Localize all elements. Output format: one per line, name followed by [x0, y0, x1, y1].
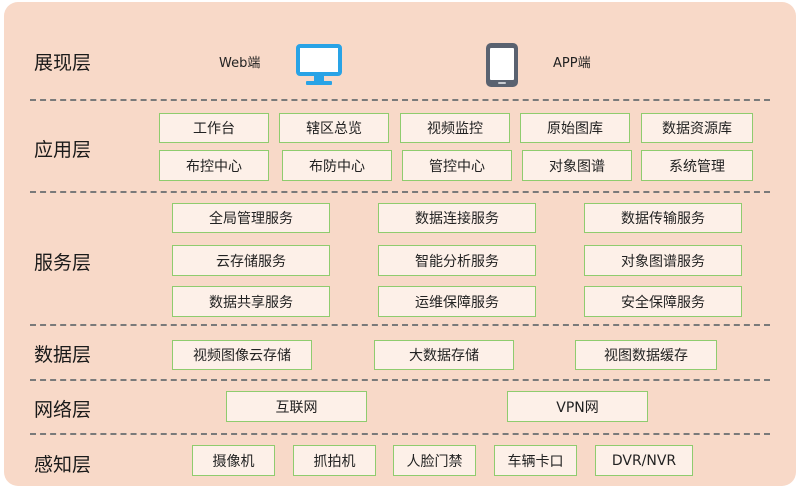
- layer-label-service: 服务层: [34, 252, 92, 274]
- app-box: 辖区总览: [279, 113, 389, 143]
- web-label: Web端: [219, 56, 261, 71]
- service-box: 数据连接服务: [378, 203, 536, 233]
- layer-label-network: 网络层: [34, 399, 92, 421]
- perception-box: 车辆卡口: [494, 445, 577, 476]
- tablet-icon: [485, 42, 519, 92]
- app-box: 布控中心: [159, 150, 269, 181]
- divider: [30, 324, 770, 326]
- service-box: 对象图谱服务: [584, 245, 742, 276]
- layer-label-presentation: 展现层: [34, 52, 92, 74]
- perception-box: 抓拍机: [293, 445, 376, 476]
- app-box: 数据资源库: [641, 113, 753, 143]
- app-label: APP端: [553, 56, 591, 71]
- monitor-icon: [296, 44, 342, 90]
- service-box: 运维保障服务: [378, 286, 536, 317]
- app-box: 布防中心: [282, 150, 392, 181]
- service-box: 全局管理服务: [172, 203, 330, 233]
- data-box: 大数据存储: [374, 340, 514, 370]
- app-box: 管控中心: [402, 150, 512, 181]
- layer-label-application: 应用层: [34, 139, 92, 161]
- perception-box: DVR/NVR: [595, 445, 693, 476]
- app-box: 系统管理: [641, 150, 753, 181]
- layer-label-perception: 感知层: [34, 454, 92, 476]
- architecture-panel: [4, 2, 796, 486]
- perception-box: 人脸门禁: [393, 445, 476, 476]
- service-box: 安全保障服务: [584, 286, 742, 317]
- divider: [30, 379, 770, 381]
- divider: [30, 191, 770, 193]
- service-box: 云存储服务: [172, 245, 330, 276]
- data-box: 视频图像云存储: [172, 340, 312, 370]
- app-box: 对象图谱: [522, 150, 632, 181]
- network-box: 互联网: [226, 391, 367, 422]
- perception-box: 摄像机: [192, 445, 275, 476]
- divider: [30, 433, 770, 435]
- data-box: 视图数据缓存: [575, 340, 717, 370]
- layer-label-data: 数据层: [34, 344, 92, 366]
- divider: [30, 99, 770, 101]
- app-box: 原始图库: [520, 113, 630, 143]
- network-box: VPN网: [507, 391, 648, 422]
- service-box: 数据传输服务: [584, 203, 742, 233]
- app-box: 视频监控: [400, 113, 510, 143]
- service-box: 数据共享服务: [172, 286, 330, 317]
- service-box: 智能分析服务: [378, 245, 536, 276]
- app-box: 工作台: [159, 113, 269, 143]
